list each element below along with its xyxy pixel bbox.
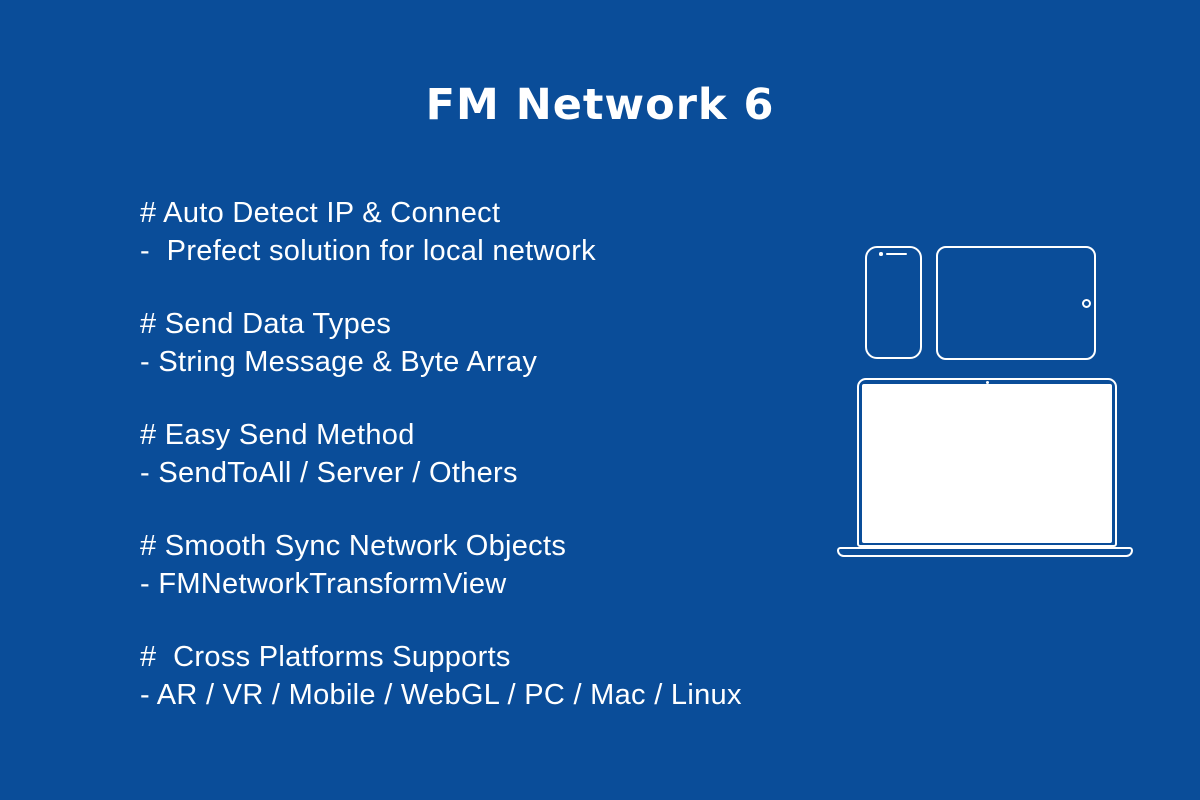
laptop-camera-dot-icon [985,380,989,384]
feature-auto-detect: # Auto Detect IP & Connect - Prefect sol… [140,194,860,270]
feature-send-data-types: # Send Data Types - String Message & Byt… [140,305,860,381]
phone-camera-dot-icon [879,252,883,256]
feature-heading: # Smooth Sync Network Objects [140,530,567,562]
feature-detail: - String Message & Byte Array [140,346,538,378]
feature-cross-platforms: # Cross Platforms Supports - AR / VR / M… [140,638,860,714]
tablet-home-button-icon [1082,298,1091,308]
phone-speaker-icon [886,252,907,255]
feature-detail: - FMNetworkTransformView [140,568,507,600]
feature-detail: - Prefect solution for local network [140,235,596,267]
feature-list: # Auto Detect IP & Connect - Prefect sol… [140,194,860,749]
feature-heading: # Easy Send Method [140,419,415,451]
feature-detail: - SendToAll / Server / Others [140,457,518,489]
feature-heading: # Cross Platforms Supports [140,641,511,673]
laptop-icon [857,378,1117,547]
feature-heading: # Send Data Types [140,308,392,340]
laptop-display [862,384,1112,543]
feature-easy-send-method: # Easy Send Method - SendToAll / Server … [140,416,860,492]
feature-heading: # Auto Detect IP & Connect [140,197,501,229]
laptop-base-icon [837,547,1133,557]
feature-smooth-sync: # Smooth Sync Network Objects - FMNetwor… [140,527,860,603]
tablet-icon [936,246,1096,360]
page-title: FM Network 6 [425,80,775,130]
smartphone-icon [865,246,922,359]
feature-detail: - AR / VR / Mobile / WebGL / PC / Mac / … [140,679,742,711]
